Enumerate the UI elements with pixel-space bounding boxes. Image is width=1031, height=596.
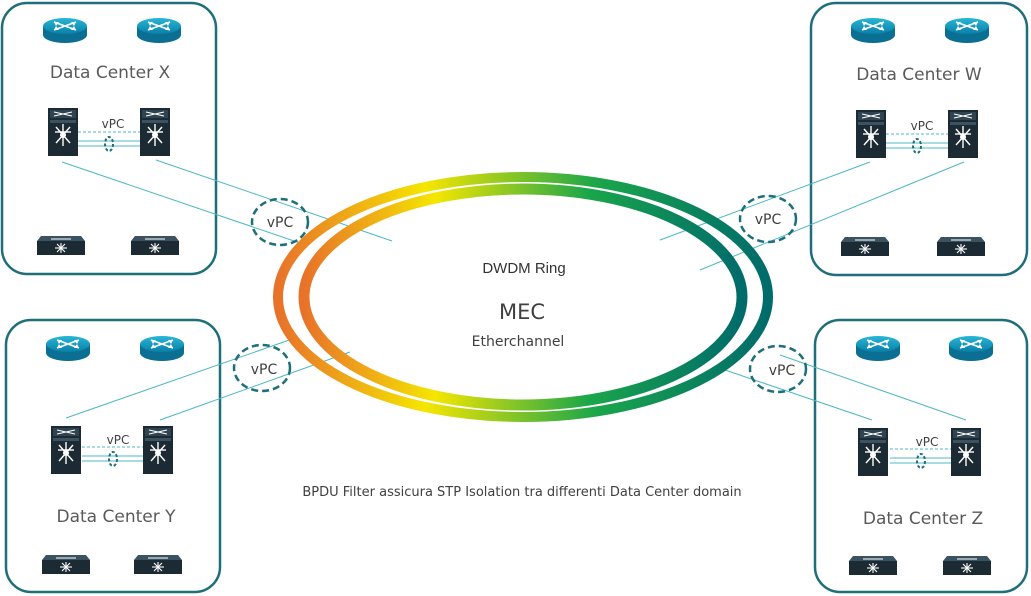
core-switch-icon	[142, 425, 174, 475]
router-icon	[850, 17, 896, 44]
core-switch-icon	[139, 107, 171, 157]
core-switch-icon	[857, 427, 889, 477]
vpc-label: vPC	[755, 212, 782, 228]
access-switch-icon	[936, 236, 986, 257]
vpc-ring-x: vPC	[250, 197, 310, 247]
vpc-label: vPC	[107, 433, 130, 447]
vpc-peer-link: vPC	[890, 435, 952, 469]
vpc-peer-link: vPC	[82, 433, 144, 467]
dc-name: Data Center Z	[863, 509, 983, 529]
vpc-label: vPC	[102, 117, 125, 131]
access-switch-icon	[130, 235, 180, 256]
access-switch-icon	[133, 554, 183, 575]
vpc-label: vPC	[911, 119, 934, 133]
access-switch-icon	[942, 555, 992, 576]
vpc-peer-link: vPC	[886, 119, 948, 154]
router-icon	[42, 17, 88, 44]
access-switch-icon	[840, 236, 890, 257]
vpc-label: vPC	[267, 215, 294, 231]
data-center-w: Data Center W vPC	[840, 17, 990, 257]
router-icon	[136, 17, 182, 44]
data-center-x: Data Center X vPC	[36, 17, 182, 256]
access-switch-icon	[848, 555, 898, 576]
frame-dc-x	[0, 1, 218, 276]
mec-label: MEC	[499, 300, 545, 324]
vpc-peer-link: vPC	[78, 117, 140, 152]
etherchannel-label: Etherchannel	[472, 334, 565, 350]
core-switch-icon	[947, 109, 979, 159]
core-switch-icon	[950, 427, 982, 477]
frame-dc-z	[813, 318, 1029, 594]
core-switch-icon	[47, 107, 79, 157]
router-icon	[139, 335, 185, 362]
dc-name: Data Center W	[856, 65, 982, 85]
vpc-label: vPC	[916, 435, 939, 449]
vpc-ring-z: vPC	[748, 344, 808, 394]
vpc-ring-w: vPC	[738, 194, 798, 244]
dc-name: Data Center Y	[57, 507, 177, 527]
access-switch-icon	[41, 554, 91, 575]
vpc-ring-y: vPC	[232, 343, 292, 393]
dwdm-ring	[273, 172, 773, 422]
core-switch-icon	[50, 425, 82, 475]
data-center-y: vPC Data Center Y	[41, 335, 185, 575]
frame-dc-y	[4, 318, 222, 594]
vpc-label: vPC	[769, 363, 796, 379]
access-switch-icon	[36, 235, 86, 256]
uplink-lines	[61, 159, 967, 421]
bpdu-filter-note: BPDU Filter assicura STP Isolation tra d…	[302, 485, 741, 500]
router-icon	[948, 335, 994, 362]
vpc-label: vPC	[251, 362, 278, 378]
router-icon	[855, 335, 901, 362]
core-switch-icon	[855, 109, 887, 159]
router-icon	[45, 335, 91, 362]
frame-dc-w	[809, 1, 1029, 277]
dc-name: Data Center X	[50, 63, 171, 83]
data-center-z: vPC Data Center Z	[848, 335, 994, 576]
router-icon	[944, 17, 990, 44]
ring-title: DWDM Ring	[482, 260, 565, 277]
